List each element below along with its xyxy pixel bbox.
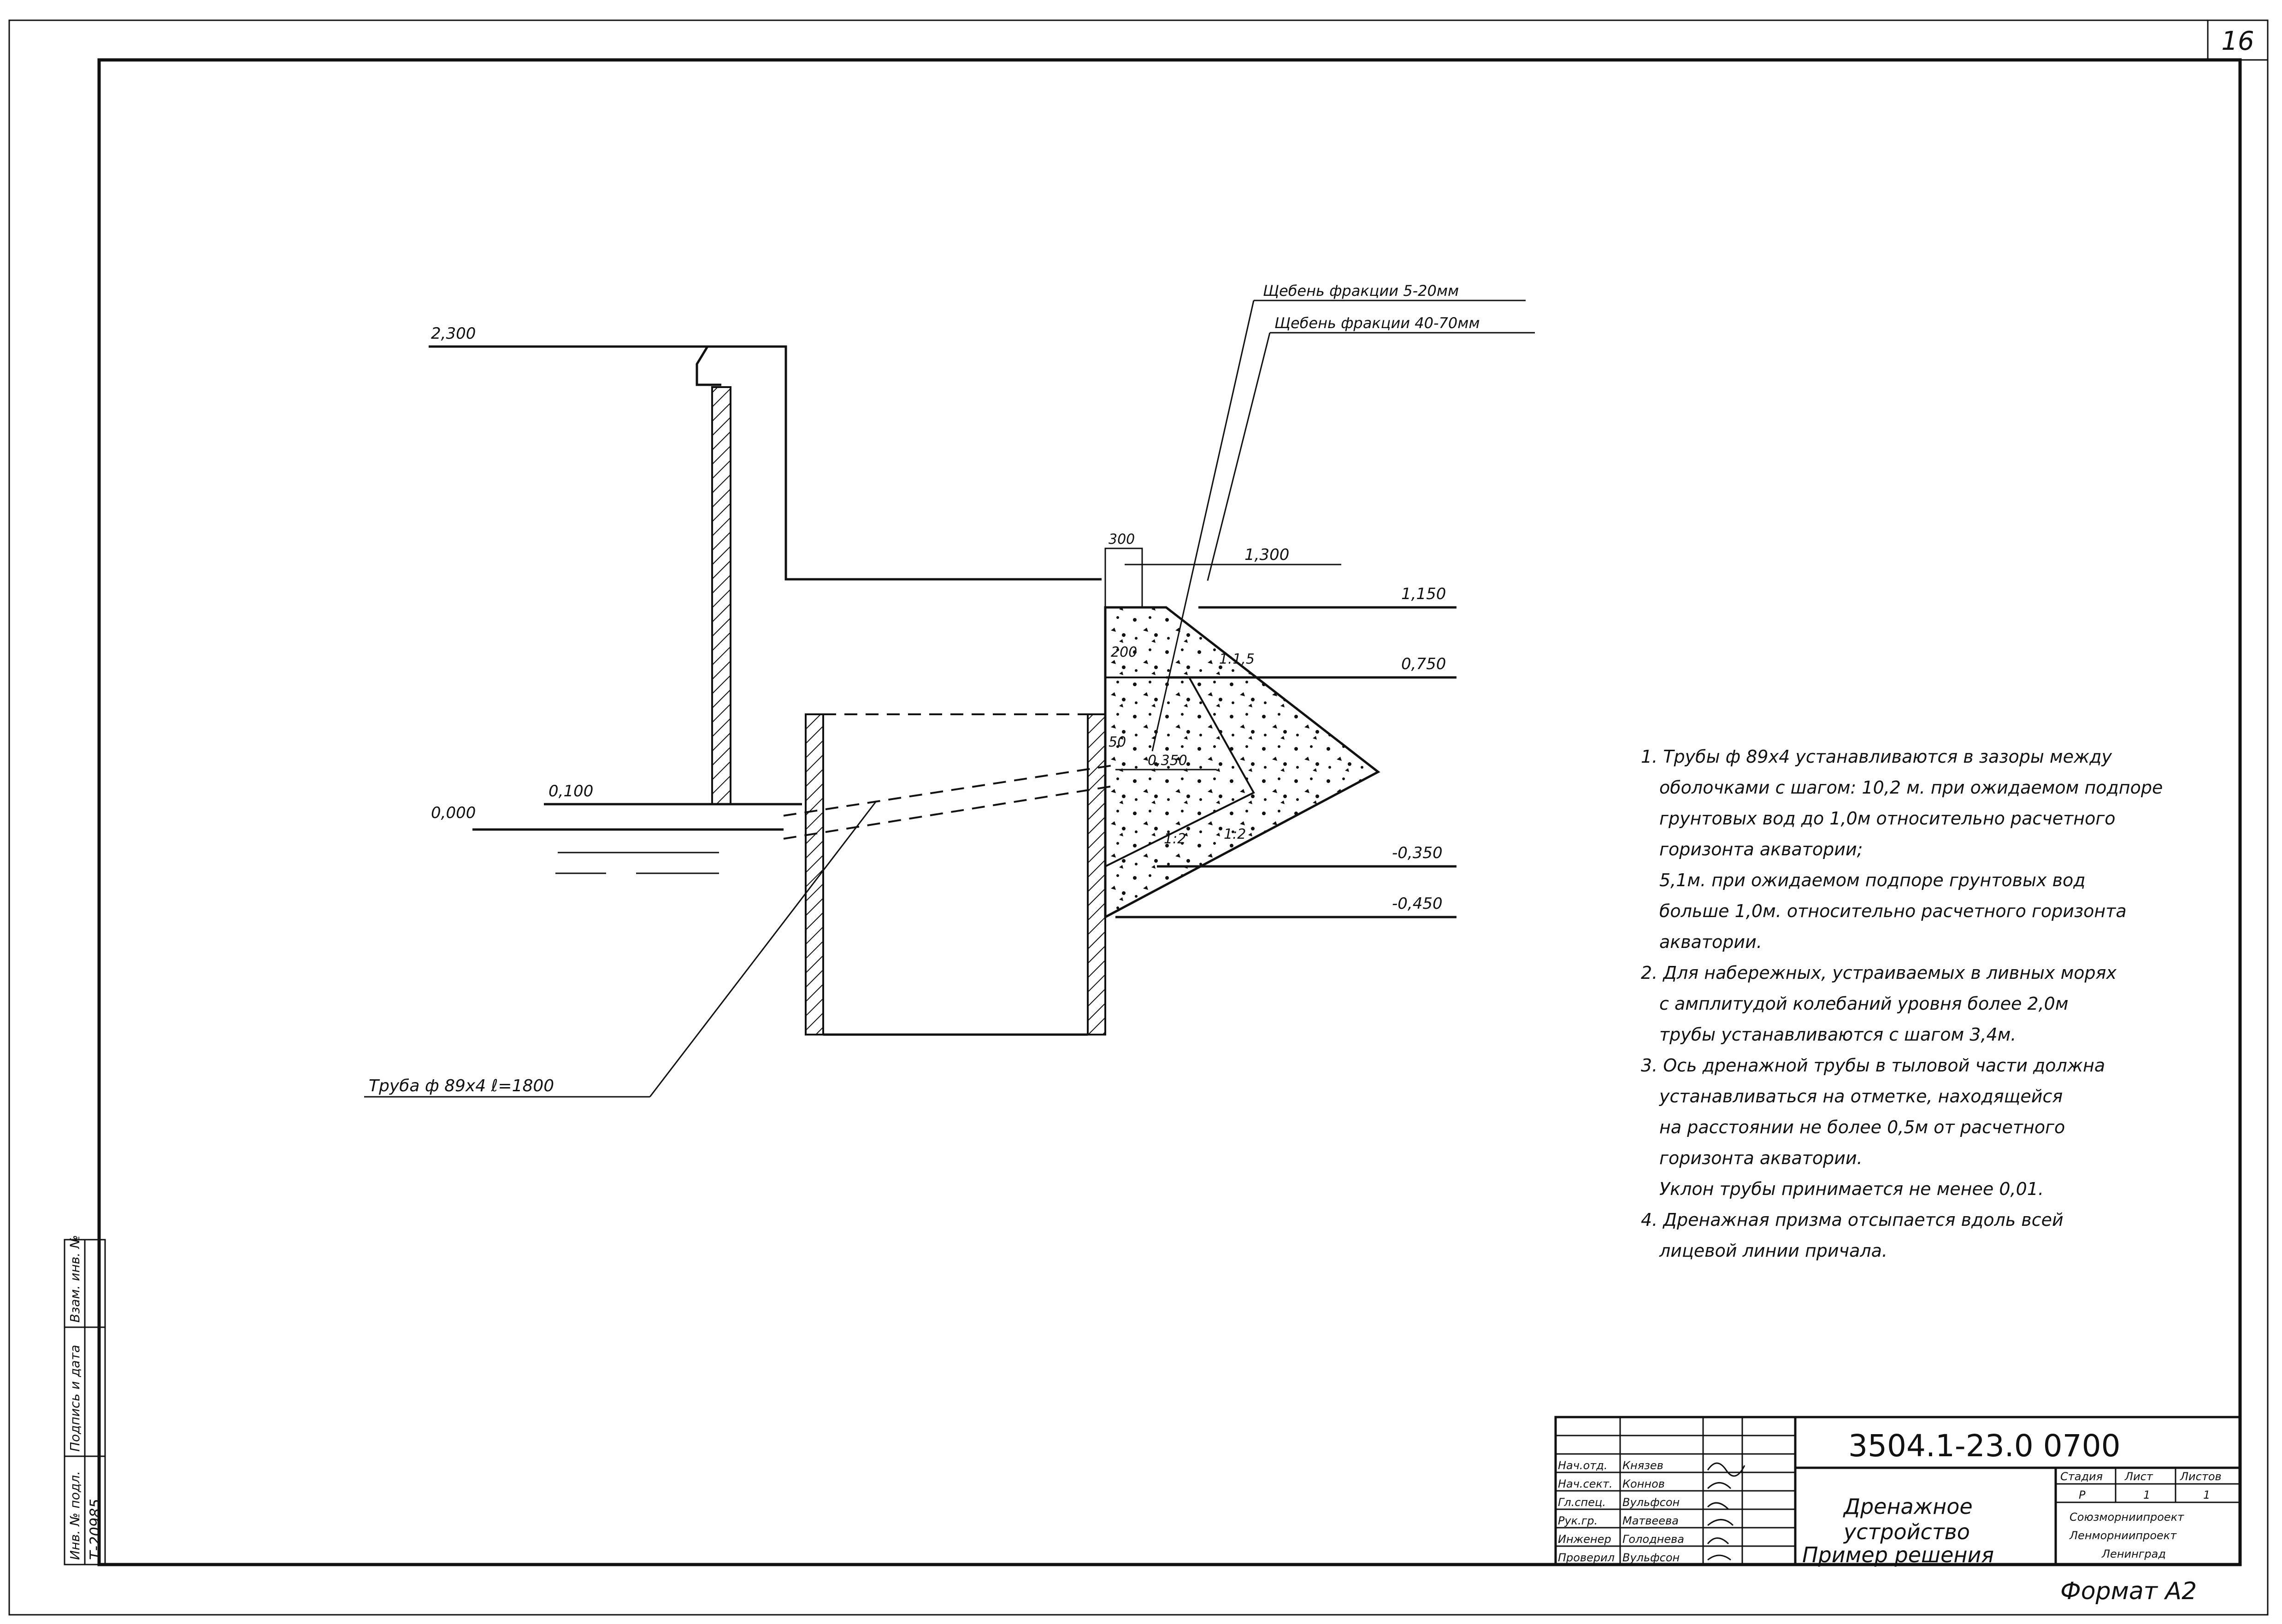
name-6: Вульфсон [1622, 1551, 1680, 1564]
sheet-value: 1 [2143, 1489, 2150, 1501]
page-number: 16 [2221, 26, 2254, 56]
elev-m0350: -0,350 [1392, 844, 1443, 862]
dim-50: 50 [1109, 734, 1126, 750]
slope-15: 1:1,5 [1219, 651, 1255, 667]
role-1: Нач.отд. [1558, 1459, 1607, 1472]
role-3: Гл.спец. [1558, 1496, 1606, 1509]
name-3: Вульфсон [1622, 1496, 1680, 1509]
note-1-line-1: 1. Трубы ф 89х4 устанавливаются в зазоры… [1641, 747, 2112, 767]
label-crushed-stone-2: Щебень фракции 40-70мм [1274, 314, 1480, 332]
slope-12: 1:2 [1164, 831, 1186, 847]
title-line-2: устройство [1843, 1519, 1970, 1544]
title-block: Нач.отд. Нач.сект. Гл.спец. Рук.гр. Инже… [1554, 1416, 2241, 1567]
role-4: Рук.гр. [1558, 1514, 1598, 1527]
title-line-3: Пример решения [1802, 1542, 1994, 1567]
elev-0350: 0,350 [1148, 753, 1187, 769]
elev-0100: 0,100 [548, 782, 593, 800]
back-wall [711, 386, 731, 805]
note-2-line-1: 2. Для набережных, устраиваемых в ливных… [1641, 963, 2117, 983]
note-1-line-6: больше 1,0м. относительно расчетного гор… [1659, 901, 2127, 921]
note-3-line-2: устанавливаться на отметке, находящейся [1659, 1086, 2063, 1106]
note-1-line-5: 5,1м. при ожидаемом подпоре грунтовых во… [1659, 870, 2086, 890]
name-2: Коннов [1622, 1477, 1665, 1490]
organization-line-3: Ленинград [2101, 1548, 2166, 1560]
sheet-header: Лист [2124, 1470, 2153, 1483]
note-3-line-3: на расстоянии не более 0,5м от расчетног… [1659, 1117, 2065, 1137]
front-shell-right [1087, 713, 1106, 1036]
title-line-1: Дренажное [1843, 1494, 1973, 1519]
sheets-header: Листов [2180, 1470, 2222, 1483]
label-crushed-stone-1: Щебень фракции 5-20мм [1263, 282, 1459, 300]
note-1-line-3: грунтовых вод до 1,0м относительно расче… [1659, 808, 2116, 829]
organization-line-2: Ленморниипроект [2069, 1529, 2177, 1542]
note-4-line-1: 4. Дренажная призма отсыпается вдоль все… [1641, 1210, 2064, 1230]
note-3-line-1: 3. Ось дренажной трубы в тыловой части д… [1641, 1055, 2105, 1076]
note-3-line-4: горизонта акватории. [1659, 1148, 1863, 1168]
sheets-value: 1 [2203, 1489, 2210, 1501]
format-label: Формат А2 [2060, 1577, 2197, 1605]
page-number-box [2207, 19, 2269, 61]
organization-line-1: Союзморниипроект [2070, 1511, 2184, 1524]
elev-m0450: -0,450 [1392, 894, 1443, 913]
signature-marks [1707, 1462, 1745, 1561]
drainage-prism-inner [1104, 677, 1255, 868]
note-4-line-2: лицевой линии причала. [1659, 1241, 1887, 1261]
name-1: Князев [1622, 1459, 1663, 1472]
note-1-line-4: горизонта акватории; [1659, 839, 1863, 859]
document-code: 3504.1-23.0 0700 [1848, 1428, 2121, 1464]
name-4: Матвеева [1622, 1514, 1679, 1527]
side-stamp: Взам. инв. № Подпись и дата Инв. № подл.… [64, 1235, 106, 1565]
dim-200: 200 [1111, 644, 1137, 660]
label-pipe: Труба ф 89х4 ℓ=1800 [369, 1077, 554, 1095]
elev-1300: 1,300 [1244, 546, 1289, 564]
role-6: Проверил [1558, 1551, 1615, 1564]
stamp-cell-inventory: Инв. № подл. [67, 1471, 83, 1560]
stamp-cell-replace: Взам. инв. № [67, 1235, 83, 1323]
stamp-inventory-value: Т-20985 [87, 1499, 104, 1560]
stage-header: Стадия [2060, 1470, 2103, 1483]
outer-frame [8, 19, 2269, 1616]
role-5: Инженер [1558, 1533, 1611, 1546]
elev-0000: 0,000 [431, 804, 476, 822]
name-5: Голоднева [1622, 1533, 1684, 1546]
role-2: Нач.сект. [1558, 1477, 1613, 1490]
dim-300: 300 [1109, 531, 1135, 547]
elev-2300: 2,300 [431, 324, 476, 343]
stage-value: Р [2079, 1489, 2086, 1501]
elev-1150: 1,150 [1401, 585, 1446, 603]
elev-0750: 0,750 [1401, 655, 1446, 673]
quay-cross-section: 2,300 0,100 0,000 300 200 50 1:1,5 1:2 1… [364, 282, 1535, 1098]
note-3-line-5: Уклон трубы принимается не менее 0,01. [1659, 1179, 2044, 1199]
stamp-cell-signature: Подпись и дата [67, 1345, 83, 1452]
note-2-line-3: трубы устанавливаются с шагом 3,4м. [1659, 1024, 2016, 1045]
note-2-line-2: с амплитудой колебаний уровня более 2,0м [1659, 994, 2069, 1014]
slope-12b: 1:2 [1224, 826, 1246, 842]
notes: 1. Трубы ф 89х4 устанавливаются в зазоры… [1641, 747, 2163, 1261]
note-1-line-7: акватории. [1659, 932, 1762, 952]
inner-frame [97, 58, 2242, 1566]
note-1-line-2: оболочками с шагом: 10,2 м. при ожидаемо… [1659, 777, 2163, 798]
